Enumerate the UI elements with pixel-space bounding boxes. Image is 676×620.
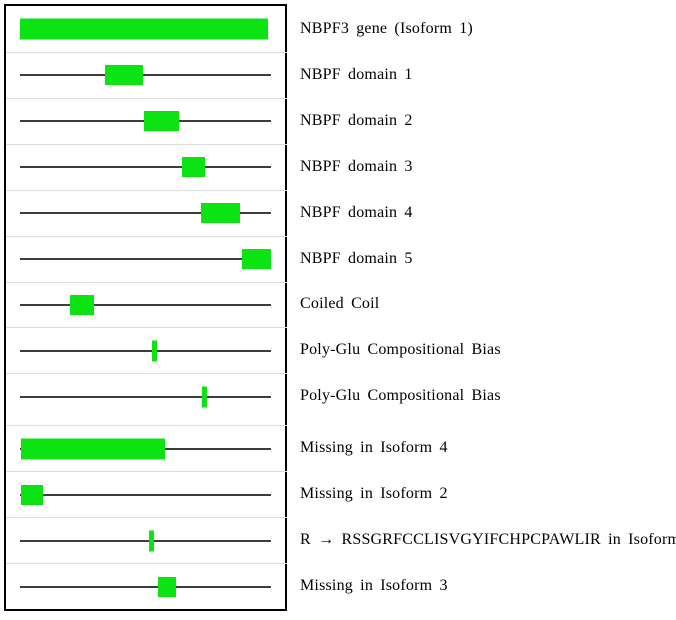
feature-label: Poly-Glu Compositional Bias bbox=[300, 341, 501, 359]
feature-row: NBPF domain 3 bbox=[6, 143, 670, 190]
feature-row: NBPF domain 4 bbox=[6, 189, 670, 236]
feature-box bbox=[181, 157, 205, 178]
feature-label: NBPF domain 4 bbox=[300, 203, 413, 221]
feature-track bbox=[6, 517, 287, 563]
feature-label: NBPF domain 5 bbox=[300, 249, 413, 267]
feature-box bbox=[69, 294, 95, 315]
feature-rows-container: NBPF3 gene (Isoform 1) NBPF domain 1 NBPF … bbox=[6, 6, 676, 609]
feature-track bbox=[6, 281, 287, 328]
feature-track bbox=[6, 425, 287, 471]
feature-label: Missing in Isoform 2 bbox=[300, 485, 448, 503]
track-line bbox=[20, 493, 271, 496]
feature-track bbox=[6, 189, 287, 236]
feature-label: Missing in Isoform 3 bbox=[300, 577, 448, 595]
feature-row: Missing in Isoform 3 bbox=[6, 563, 670, 609]
feature-label: Missing in Isoform 4 bbox=[300, 439, 448, 457]
track-line bbox=[20, 303, 271, 306]
feature-box bbox=[241, 249, 271, 270]
feature-label: Poly-Glu Compositional Bias bbox=[300, 387, 501, 405]
feature-tick bbox=[151, 340, 157, 362]
track-line bbox=[20, 349, 271, 352]
feature-row: NBPF domain 1 bbox=[6, 51, 670, 98]
feature-track bbox=[6, 235, 287, 282]
feature-track bbox=[6, 143, 287, 190]
track-line bbox=[20, 166, 271, 169]
feature-row: Poly-Glu Compositional Bias bbox=[6, 373, 670, 419]
feature-row: Poly-Glu Compositional Bias bbox=[6, 327, 670, 373]
feature-tick bbox=[148, 530, 154, 552]
feature-row: NBPF3 gene (Isoform 1) bbox=[6, 6, 670, 52]
feature-track bbox=[6, 51, 287, 98]
feature-track bbox=[6, 373, 287, 419]
track-line bbox=[20, 258, 271, 261]
feature-track bbox=[6, 6, 287, 52]
track-line bbox=[20, 585, 271, 588]
feature-box bbox=[143, 111, 179, 132]
feature-label: NBPF domain 1 bbox=[300, 65, 413, 83]
track-line bbox=[20, 395, 271, 398]
feature-box bbox=[200, 203, 240, 224]
feature-track bbox=[6, 563, 287, 609]
feature-bar bbox=[21, 438, 166, 460]
feature-box bbox=[21, 484, 44, 505]
feature-track bbox=[6, 327, 287, 373]
feature-box bbox=[158, 576, 177, 597]
track-line bbox=[20, 539, 271, 542]
feature-label: NBPF3 gene (Isoform 1) bbox=[300, 19, 473, 37]
feature-row: Missing in Isoform 4 bbox=[6, 425, 670, 471]
feature-track bbox=[6, 97, 287, 144]
feature-row: Missing in Isoform 2 bbox=[6, 471, 670, 517]
feature-label: NBPF domain 2 bbox=[300, 111, 413, 129]
feature-label: R → RSSGRFCCLISVGYIFCHPCPAWLIR in Isofor… bbox=[300, 531, 676, 549]
feature-box bbox=[105, 65, 143, 86]
feature-bar bbox=[20, 18, 269, 40]
feature-label: Coiled Coil bbox=[300, 295, 380, 313]
feature-tick bbox=[202, 386, 208, 408]
track-line bbox=[20, 212, 271, 215]
feature-row: NBPF domain 5 bbox=[6, 235, 670, 282]
feature-row: Coiled Coil bbox=[6, 281, 670, 328]
feature-row: NBPF domain 2 bbox=[6, 97, 670, 144]
track-line bbox=[20, 74, 271, 77]
feature-track bbox=[6, 471, 287, 517]
track-panel-border bbox=[4, 4, 287, 611]
feature-row: R → RSSGRFCCLISVGYIFCHPCPAWLIR in Isofor… bbox=[6, 517, 676, 563]
feature-label: NBPF domain 3 bbox=[300, 157, 413, 175]
